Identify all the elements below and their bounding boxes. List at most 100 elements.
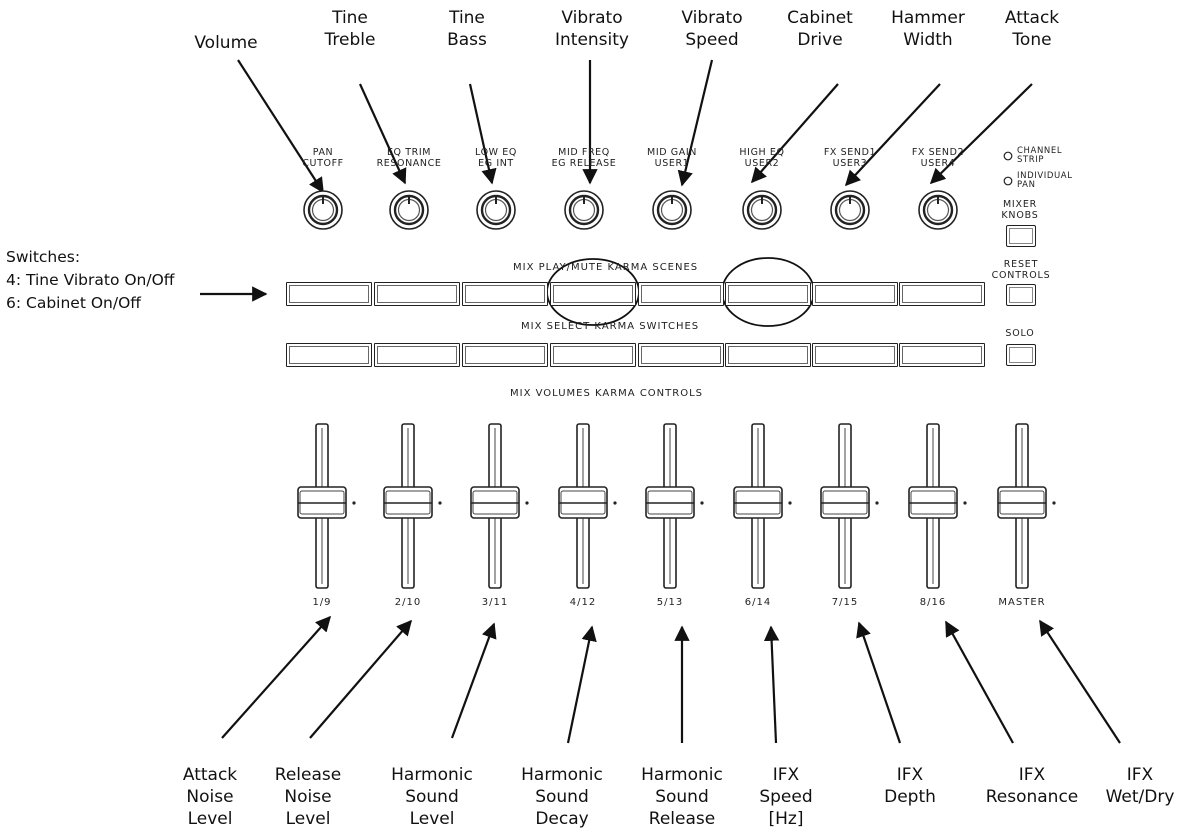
- fader-3[interactable]: [470, 423, 520, 589]
- play-mute-switch-7[interactable]: [812, 282, 898, 306]
- callout-volume: Volume: [194, 33, 258, 53]
- fader-6[interactable]: [733, 423, 783, 589]
- switches-note: Switches: 4: Tine Vibrato On/Off 6: Cabi…: [6, 248, 175, 312]
- select-switch-8[interactable]: [899, 343, 985, 367]
- knob-2[interactable]: [389, 190, 429, 230]
- select-switch-3[interactable]: [462, 343, 548, 367]
- play-mute-switch-2[interactable]: [374, 282, 460, 306]
- arrow-cabinet-drive: [750, 83, 839, 184]
- arrow-harmonic-sound-decay: [566, 625, 597, 744]
- individual-pan-led: [1003, 176, 1013, 186]
- mix-volumes-section-label: MIX VOLUMES KARMA CONTROLS: [510, 388, 704, 399]
- knob-1[interactable]: [303, 190, 343, 230]
- solo-button[interactable]: [1006, 344, 1036, 366]
- mix-select-section-label: MIX SELECT KARMA SWITCHES: [521, 321, 700, 332]
- channel-label-5: 5/13: [656, 597, 684, 608]
- knob-3[interactable]: [476, 190, 516, 230]
- play-mute-switch-3[interactable]: [462, 282, 548, 306]
- play-mute-switch-1[interactable]: [286, 282, 372, 306]
- mixer-knobs-button[interactable]: [1006, 225, 1036, 247]
- knob-6[interactable]: [742, 190, 782, 230]
- fader-center-dot: [438, 501, 442, 505]
- knob-7[interactable]: [830, 190, 870, 230]
- fader-9[interactable]: [997, 423, 1047, 589]
- arrow-ifx-depth: [856, 621, 902, 744]
- arrow-ifx-wet-dry: [1039, 619, 1121, 744]
- mix-play-mute-section-label: MIX PLAY/MUTE KARMA SCENES: [513, 262, 699, 273]
- play-mute-switch-6[interactable]: [725, 282, 811, 306]
- channel-label-3: 3/11: [481, 597, 509, 608]
- arrow-tine-treble: [358, 83, 407, 185]
- knob-8[interactable]: [918, 190, 958, 230]
- arrow-hammer-width: [844, 83, 941, 187]
- arrow-ifx-speed: [763, 625, 780, 744]
- channel-label-1: 1/9: [312, 597, 332, 608]
- channel-label-9: MASTER: [998, 597, 1046, 608]
- knob-5[interactable]: [652, 190, 692, 230]
- arrow-tine-bass: [468, 83, 497, 185]
- fader-center-dot: [700, 501, 704, 505]
- select-switch-1[interactable]: [286, 343, 372, 367]
- select-switch-4[interactable]: [550, 343, 636, 367]
- arrow-volume: [237, 59, 324, 194]
- arrow-harmonic-sound-level: [450, 622, 497, 739]
- arrow-attack-noise-level: [221, 615, 332, 739]
- arrow-attack-tone: [929, 83, 1033, 185]
- fader-5[interactable]: [645, 423, 695, 589]
- play-mute-switch-4[interactable]: [550, 282, 636, 306]
- select-switch-6[interactable]: [725, 343, 811, 367]
- arrow-ifx-resonance: [945, 620, 1014, 744]
- fader-8[interactable]: [908, 423, 958, 589]
- channel-label-6: 6/14: [744, 597, 772, 608]
- fader-4[interactable]: [558, 423, 608, 589]
- fader-1[interactable]: [297, 423, 347, 589]
- fader-center-dot: [613, 501, 617, 505]
- fader-center-dot: [788, 501, 792, 505]
- fader-center-dot: [1052, 501, 1056, 505]
- select-switch-7[interactable]: [812, 343, 898, 367]
- fader-7[interactable]: [820, 423, 870, 589]
- fader-2[interactable]: [383, 423, 433, 589]
- play-mute-switch-5[interactable]: [638, 282, 724, 306]
- fader-center-dot: [525, 501, 529, 505]
- channel-label-4: 4/12: [569, 597, 597, 608]
- channel-label-2: 2/10: [394, 597, 422, 608]
- channel-label-7: 7/15: [831, 597, 859, 608]
- channel-strip-led: [1003, 151, 1013, 161]
- fader-center-dot: [352, 501, 356, 505]
- fader-center-dot: [963, 501, 967, 505]
- select-switch-5[interactable]: [638, 343, 724, 367]
- solo-label: SOLO: [1005, 328, 1035, 339]
- knob-4[interactable]: [564, 190, 604, 230]
- select-switch-2[interactable]: [374, 343, 460, 367]
- reset-controls-button[interactable]: [1006, 284, 1036, 306]
- channel-label-8: 8/16: [919, 597, 947, 608]
- play-mute-switch-8[interactable]: [899, 282, 985, 306]
